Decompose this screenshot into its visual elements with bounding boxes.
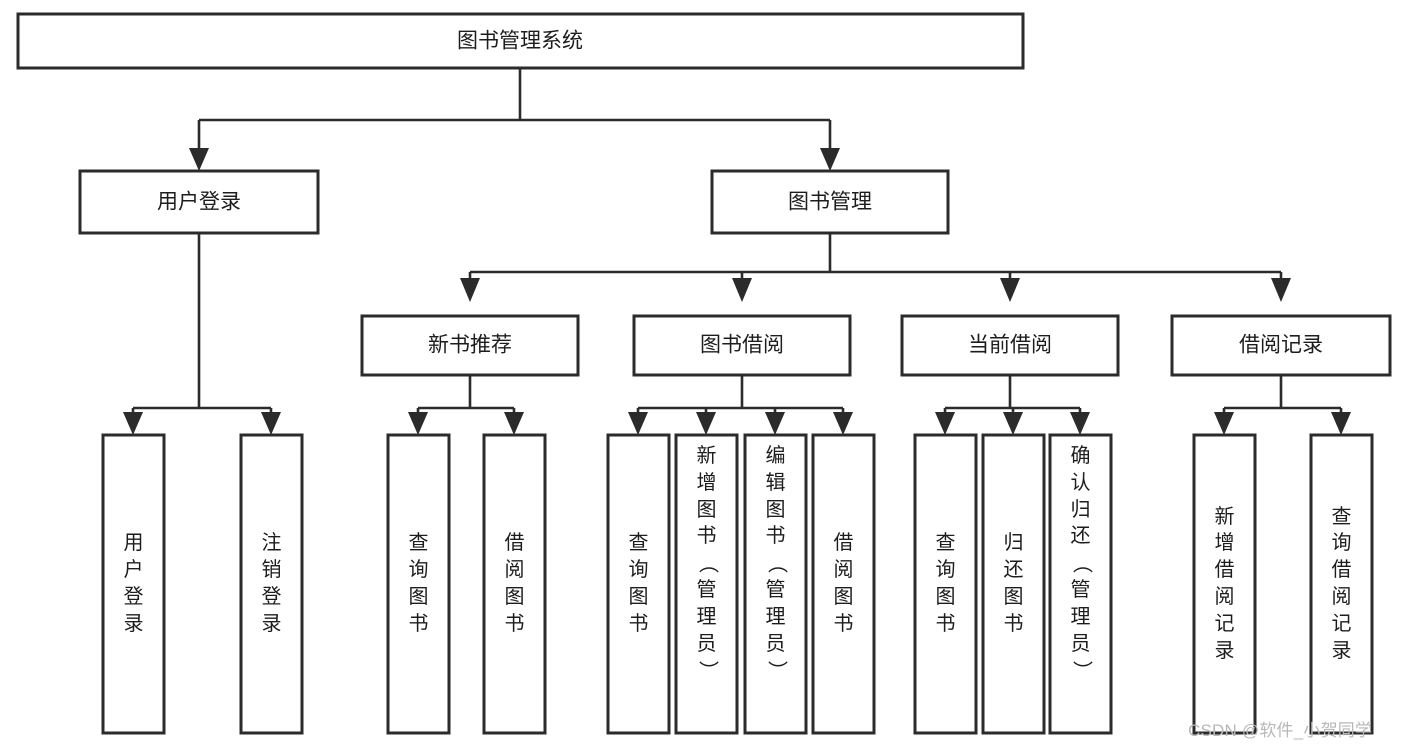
node-new-book-recommend[interactable]: 新书推荐 [360,314,580,377]
leaf-box-book-borrow-1[interactable] [674,433,739,735]
leaf-box-current-borrow-0[interactable] [913,433,978,735]
node-user-login-label: 用户登录 [157,191,241,214]
connector-root-to-level2 [189,68,840,171]
node-book-management-label: 图书管理 [788,191,872,214]
node-current-borrow-label: 当前借阅 [968,334,1052,357]
connector-borrowrecord-to-leaves [1214,375,1351,435]
node-user-login[interactable]: 用户登录 [78,169,320,235]
node-borrow-record-label: 借阅记录 [1239,334,1323,357]
node-current-borrow[interactable]: 当前借阅 [900,314,1120,377]
leaf-box-borrow-record-1[interactable] [1309,433,1374,735]
leaf-boxes [101,433,1374,735]
leaf-box-new-book-0[interactable] [386,433,451,735]
connector-bookborrow-to-leaves [628,375,853,435]
connector-bookmgmt-to-level3 [460,233,1291,302]
leaf-box-current-borrow-1[interactable] [981,433,1046,735]
node-root-system[interactable]: 图书管理系统 [16,12,1025,70]
leaf-box-user-login-1[interactable] [239,433,304,735]
node-book-borrow[interactable]: 图书借阅 [632,314,852,377]
connector-userlogin-to-leaves [123,232,281,435]
leaf-box-book-borrow-0[interactable] [606,433,671,735]
csdn-watermark: CSDN @软件_小贺同学 [1188,721,1373,740]
leaf-box-book-borrow-3[interactable] [811,433,876,735]
node-borrow-record[interactable]: 借阅记录 [1170,314,1392,377]
node-book-management[interactable]: 图书管理 [710,169,950,235]
connector-newbook-to-leaves [408,375,524,435]
node-new-book-recommend-label: 新书推荐 [428,334,512,357]
leaf-box-new-book-1[interactable] [482,433,547,735]
leaf-box-borrow-record-0[interactable] [1192,433,1257,735]
leaf-box-user-login-0[interactable] [101,433,166,735]
leaf-box-book-borrow-2[interactable] [743,433,808,735]
node-book-borrow-label: 图书借阅 [700,334,784,357]
node-root-system-label: 图书管理系统 [457,30,583,53]
leaf-box-current-borrow-2[interactable] [1048,433,1113,735]
connector-currentborrow-to-leaves [935,375,1090,435]
